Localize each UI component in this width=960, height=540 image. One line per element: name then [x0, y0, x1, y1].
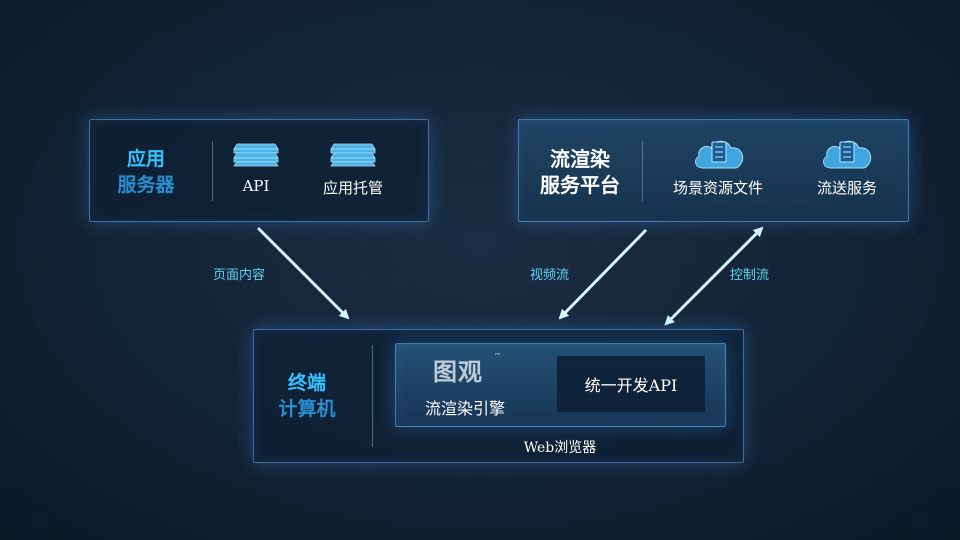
stream-item-streaming-service: 流送服务	[816, 179, 877, 197]
app-server-title: 应用 服务器	[104, 146, 188, 198]
arrow-video-stream	[558, 228, 648, 320]
arrow-label-control-stream: 控制流	[730, 268, 770, 283]
stream-platform-title: 流渲染 服务平台	[530, 146, 630, 198]
arrow-label-video-stream: 视频流	[530, 268, 570, 283]
tuguan-logo: 图观	[433, 358, 483, 386]
arrow-control-stream	[664, 226, 764, 326]
app-item-api: API	[242, 177, 270, 195]
render-engine-label: 流渲染引擎	[424, 399, 505, 418]
unified-api-box	[557, 356, 705, 412]
server-stack-icon	[233, 143, 279, 167]
hosting-stack-icon	[330, 143, 376, 167]
stream-platform-box	[518, 119, 909, 222]
terminal-divider	[372, 345, 373, 447]
app-server-box	[89, 119, 429, 222]
app-item-hosting: 应用托管	[322, 179, 383, 197]
cloud-streaming-icon	[823, 140, 872, 169]
tuguan-logo-trademark: ™	[494, 352, 501, 360]
unified-api-label: 统一开发API	[584, 376, 678, 395]
web-browser-label: Web浏览器	[523, 440, 597, 456]
cloud-scene-files-icon	[695, 140, 744, 169]
stream-platform-title-line1: 流渲染	[550, 147, 610, 171]
stream-platform-title-line2: 服务平台	[540, 173, 620, 197]
app-server-divider	[212, 141, 213, 201]
terminal-title-line1: 终端	[287, 372, 326, 394]
stream-item-scene-files: 场景资源文件	[672, 179, 763, 197]
app-server-title-line1: 应用	[126, 148, 165, 170]
arrow-page-content	[256, 226, 350, 320]
terminal-title-line2: 计算机	[278, 398, 336, 420]
stream-platform-divider	[642, 141, 643, 201]
app-server-title-line2: 服务器	[117, 174, 175, 196]
arrow-label-page-content: 页面内容	[213, 268, 266, 283]
terminal-title: 终端 计算机	[265, 370, 349, 422]
